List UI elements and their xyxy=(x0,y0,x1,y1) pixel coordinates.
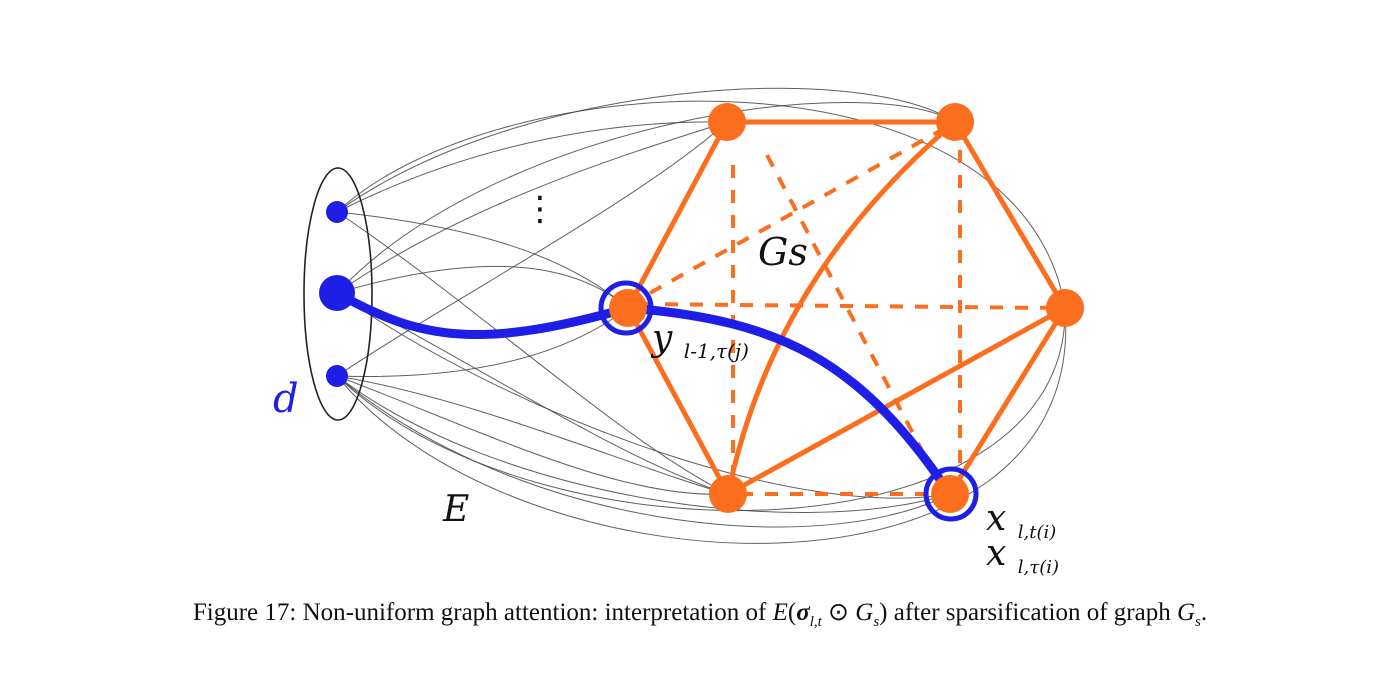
caption-prefix: Figure 17: Non-uniform graph attention: … xyxy=(192,599,773,626)
fully-connected-edges-E xyxy=(336,87,1067,544)
edge-d1-D xyxy=(336,211,729,495)
caption-close: ) xyxy=(879,599,888,626)
edge-d3-F xyxy=(336,307,629,377)
label-x-tau-main: x xyxy=(986,533,1006,574)
graph-node-E xyxy=(931,475,969,513)
highlight-ring-x xyxy=(923,466,979,522)
edge-d3-E xyxy=(336,375,951,513)
label-y: y l-1,τ(j) xyxy=(650,318,749,363)
edge-d2-F2 xyxy=(336,265,629,309)
edge-d2-E xyxy=(336,292,951,499)
input-node-d3 xyxy=(326,365,348,387)
graph-node-F xyxy=(609,289,647,327)
edge-d3-D2 xyxy=(336,375,729,495)
graph-node-A xyxy=(708,103,746,141)
edge-F-D xyxy=(625,305,731,497)
attention-edge-d2-F xyxy=(332,288,633,340)
label-x-tau-sub: l,τ(i) xyxy=(1018,557,1059,578)
label-ellipsis: ⋮ xyxy=(523,189,557,229)
caption-sigma-sub: l,t xyxy=(809,614,822,630)
input-set-ellipse xyxy=(303,167,373,421)
edge-d3-E2 xyxy=(336,375,951,528)
edge-B-D xyxy=(725,119,958,497)
input-node-d1 xyxy=(326,201,348,223)
label-y-main: y xyxy=(650,318,673,359)
caption-G2-sub: s xyxy=(1195,614,1201,630)
edge-d1-B xyxy=(336,87,956,213)
label-E: E xyxy=(442,489,469,530)
edge-C-D xyxy=(725,305,1068,497)
caption-E: E xyxy=(772,599,788,626)
figure-caption: Figure 17: Non-uniform graph attention: … xyxy=(0,597,1400,631)
edge-A-F xyxy=(625,119,730,311)
dashed-edge-B-F xyxy=(631,126,946,305)
caption-sigma: σ xyxy=(796,599,810,626)
dashed-edge-A-E xyxy=(765,154,942,486)
input-node-d2 xyxy=(319,275,355,311)
edge-d2-B xyxy=(336,101,956,294)
caption-G: G xyxy=(855,599,874,626)
label-Gs: Gs xyxy=(758,230,808,274)
edge-d3-D xyxy=(336,375,729,495)
graph-node-C xyxy=(1046,289,1084,327)
graph-node-D xyxy=(709,475,747,513)
graph-nodes xyxy=(609,103,1084,513)
edge-d3-C2 xyxy=(336,307,1066,512)
caption-end: . xyxy=(1200,599,1208,626)
label-y-sub: l-1,τ(j) xyxy=(684,339,749,363)
label-d: d xyxy=(273,376,299,422)
caption-G-sub: s xyxy=(873,614,880,630)
attention-path xyxy=(332,288,955,499)
edge-B-C xyxy=(952,119,1068,311)
label-x-t: x l,t(i) xyxy=(986,498,1056,543)
highlight-ring-y xyxy=(598,280,654,336)
edge-d3-A xyxy=(336,121,728,377)
label-x-t-main: x xyxy=(986,498,1006,539)
caption-middle: after sparsification of graph xyxy=(887,599,1177,626)
caption-G2: G xyxy=(1176,599,1196,626)
sparsified-dashed-edges xyxy=(631,126,1061,496)
caption-odot: ⊙ xyxy=(821,599,856,626)
input-nodes xyxy=(319,201,355,387)
edge-d3-C xyxy=(336,307,1067,544)
edge-d1-A xyxy=(336,121,728,213)
edge-d1-F xyxy=(336,211,629,309)
graph-solid-edges xyxy=(625,119,1068,497)
attention-edge-F-E xyxy=(623,303,955,499)
dashed-edge-F-C xyxy=(639,302,1061,310)
label-x-tau: x l,τ(i) xyxy=(986,533,1059,578)
edge-C-E xyxy=(947,305,1068,497)
caption-open: ( xyxy=(787,599,797,626)
label-x-t-sub: l,t(i) xyxy=(1018,522,1057,543)
edge-d1-C xyxy=(336,100,1066,309)
graph-node-B xyxy=(936,103,974,141)
edge-d2-A xyxy=(336,121,728,294)
graph-attention-diagram: ⋮ d E Gs y l-1,τ(j) x l,t(i) x l,τ(i) xyxy=(273,87,1084,578)
